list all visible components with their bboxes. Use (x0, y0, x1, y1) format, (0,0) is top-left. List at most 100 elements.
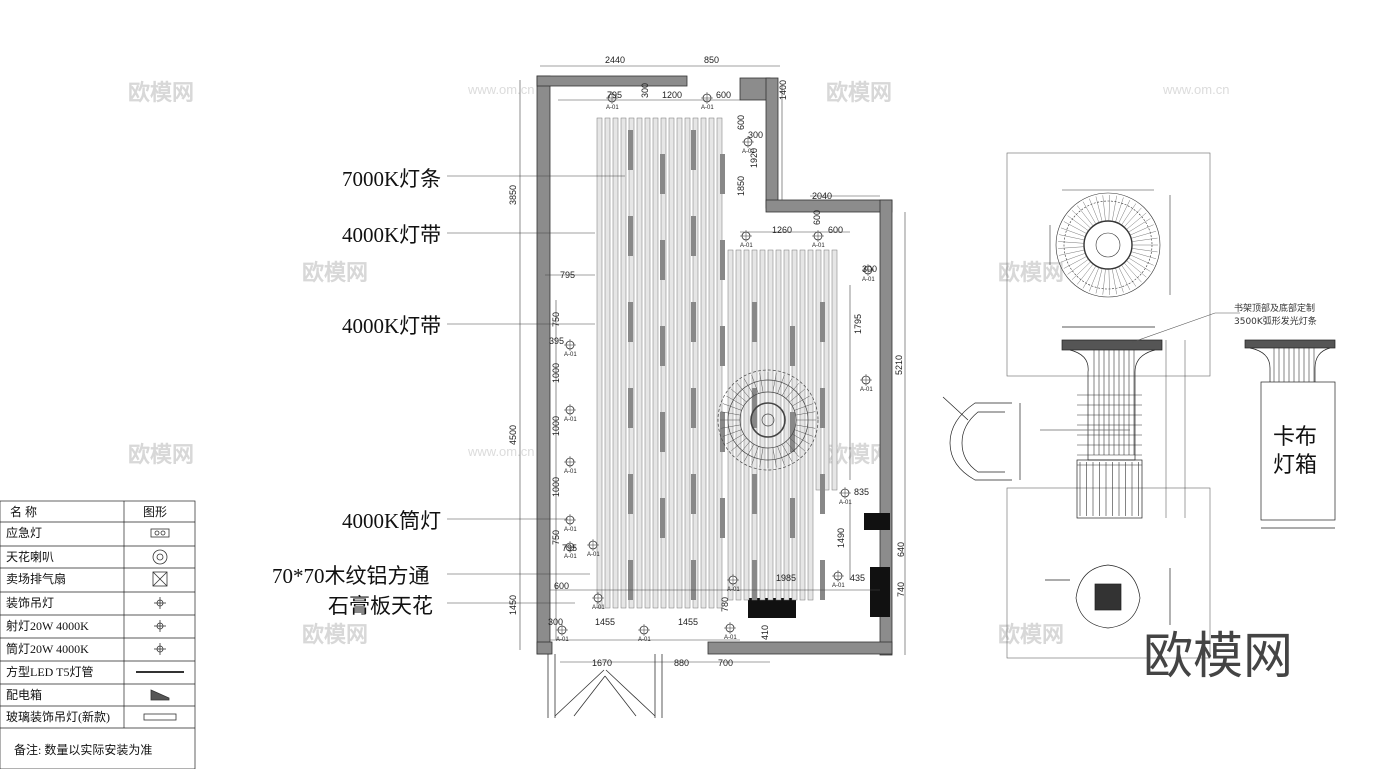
light-strip (752, 474, 757, 514)
dim-text: 750 (551, 530, 561, 545)
ceiling-slat (596, 117, 603, 609)
legend-symbol-icon (154, 597, 166, 609)
dim-text: 795 (562, 543, 577, 553)
dim-text: 1490 (836, 528, 846, 548)
light-strip (790, 326, 795, 366)
dim-text: 600 (554, 581, 569, 591)
wall-column-top (739, 77, 771, 101)
ceiling-slat (668, 117, 675, 609)
detail-ray (1108, 268, 1110, 295)
light-strip (720, 412, 725, 452)
light-strip (691, 388, 696, 428)
fixture-tag: A-01 (564, 417, 577, 423)
fixture-tag: A-01 (587, 552, 600, 558)
legend-row-label: 方型LED T5灯管 (6, 664, 93, 679)
callouts (447, 175, 625, 604)
dim-text: 880 (674, 658, 689, 668)
detail-ray (1102, 268, 1106, 295)
ceiling-slat (604, 117, 611, 609)
detail-ray (1121, 264, 1137, 287)
chandelier-ray (795, 424, 816, 429)
chandelier-ray (722, 429, 742, 437)
legend-row-label: 射灯20W 4000K (6, 618, 89, 633)
ceiling-slat (823, 249, 830, 491)
detail-ray (1131, 248, 1158, 253)
chandelier-ray (720, 411, 741, 416)
light-strip (752, 560, 757, 600)
watermark-brand: 欧模网 (302, 260, 368, 286)
speaker-icon (152, 549, 168, 565)
spotlight-icon: A-01 (564, 514, 577, 533)
dim-text: 2040 (812, 191, 832, 201)
legend-symbol-icon (154, 643, 166, 655)
light-strip (691, 474, 696, 514)
detail-ray (1063, 256, 1087, 269)
chandelier-ray (781, 444, 793, 462)
wall-step-horizontal (765, 199, 893, 213)
ceiling-slat (727, 249, 734, 601)
dim-text: 750 (551, 312, 561, 327)
detail-ray (1118, 199, 1131, 224)
ceiling-slat (652, 117, 659, 609)
detail-shelf-elevation (1061, 326, 1163, 519)
spotlight-icon: A-01 (812, 230, 825, 249)
chandelier-ray (759, 447, 764, 468)
dot (154, 530, 160, 536)
dimension-lines (519, 65, 906, 663)
walls (536, 75, 893, 656)
chandelier-ray (772, 447, 777, 468)
light-strip (660, 326, 665, 366)
light-strip (720, 498, 725, 538)
detail-ray (1082, 265, 1097, 289)
chandelier-ray (781, 378, 793, 396)
light-strip (691, 560, 696, 600)
dim-text: 4500 (508, 425, 518, 445)
spotlight-icon: A-01 (740, 230, 753, 249)
detail-ray (1089, 198, 1100, 223)
dim-text: 600 (736, 115, 746, 130)
dim-text: 600 (828, 225, 843, 235)
dim-text: 1000 (551, 416, 561, 436)
legend-symbol-icon (150, 689, 170, 701)
detail-note-leader (1129, 312, 1240, 344)
dim-text: 740 (896, 582, 906, 597)
callout-label: 石膏板天花 (328, 594, 433, 618)
watermark-url: www.om.cn (1162, 82, 1229, 97)
detail-note-line1: 书架顶部及底部定制 (1234, 302, 1315, 314)
shelf-lines (1077, 350, 1142, 516)
callout-label: 4000K灯带 (342, 314, 441, 338)
legend-row-label: 玻璃装饰吊灯(新款) (6, 709, 110, 724)
ceiling-slat (799, 249, 806, 601)
wall-top-left (536, 75, 688, 87)
detail-ray (1089, 267, 1100, 292)
detail-ray (1058, 246, 1085, 249)
column-block (870, 567, 890, 617)
detail-ray (1126, 260, 1147, 278)
chandelier-ray (785, 441, 800, 457)
dim-text: 850 (704, 55, 719, 65)
light-strips (628, 130, 825, 600)
dim-text: 1455 (678, 617, 698, 627)
spotlight-icon: A-01 (742, 136, 755, 155)
emergency-light-icon (150, 528, 170, 538)
chandelier-ray (772, 372, 777, 393)
legend-header-shape: 图形 (143, 505, 167, 519)
dim-text: 5210 (894, 355, 904, 375)
ceiling-slat (775, 249, 782, 601)
dim-text: 1985 (776, 573, 796, 583)
detail-ray (1071, 261, 1091, 280)
legend-symbol-icon (150, 528, 170, 538)
legend-row-label: 天花喇叭 (6, 549, 54, 564)
watermark-brand: 欧模网 (826, 80, 892, 106)
x (152, 571, 168, 587)
dim-text: 300 (548, 617, 563, 627)
spotlight-icon: A-01 (587, 539, 600, 558)
legend-symbol-icon (152, 571, 168, 587)
light-strip (660, 412, 665, 452)
dim-text: 1260 (772, 225, 792, 235)
dim-text: 600 (812, 210, 822, 225)
exhaust-fan-icon (152, 571, 168, 587)
dot (160, 530, 166, 536)
legend-row-label: 应急灯 (6, 525, 42, 540)
